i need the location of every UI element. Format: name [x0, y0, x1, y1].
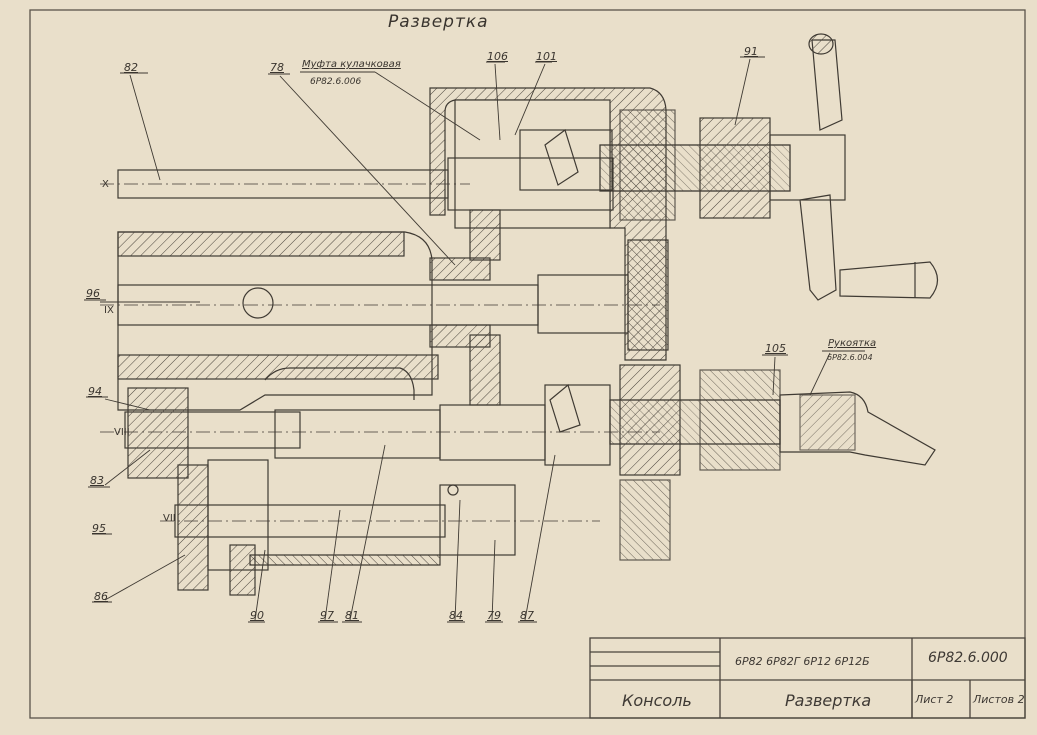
shaft-label-vii: VII: [163, 513, 176, 524]
label-78: 78: [270, 61, 284, 74]
title-block-sheet-name: Развертка: [785, 691, 872, 710]
label-86: 86: [94, 590, 108, 603]
callout-handle-name: Рукоятка: [828, 338, 877, 349]
callout-handle-code: 6Р82.6.004: [827, 353, 873, 362]
drawing-title: Развертка: [388, 12, 489, 32]
label-94: 94: [88, 385, 102, 398]
label-79: 79: [487, 609, 501, 622]
label-90: 90: [250, 609, 264, 622]
sheet-frame: [29, 9, 1026, 719]
title-block: [589, 637, 1026, 719]
label-101: 101: [536, 50, 557, 63]
label-81: 81: [345, 609, 359, 622]
label-106: 106: [487, 50, 508, 63]
title-block-part-name: Консоль: [622, 691, 692, 710]
label-91: 91: [744, 45, 758, 58]
leader-lines: [84, 56, 865, 623]
shaft-label-x: X: [102, 179, 109, 190]
title-block-models: 6Р82 6Р82Г 6Р12 6Р12Б: [735, 655, 870, 668]
shaft-label-ix: IX: [104, 305, 114, 316]
title-block-designation: 6Р82.6.000: [928, 650, 1008, 666]
label-95: 95: [92, 522, 106, 535]
label-82: 82: [124, 61, 138, 74]
assembly-drawing: [100, 33, 939, 596]
callout-clutch-name: Муфта кулачковая: [302, 59, 401, 70]
label-83: 83: [90, 474, 104, 487]
callout-clutch-code: 6Р82.6.006: [310, 77, 362, 87]
title-block-sheet: Лист 2: [915, 693, 954, 706]
shaft-label-viii: VIII: [114, 427, 130, 438]
label-87: 87: [520, 609, 534, 622]
label-84: 84: [449, 609, 463, 622]
title-block-sheets: Листов 2: [973, 693, 1025, 706]
label-96: 96: [86, 287, 100, 300]
label-105: 105: [765, 342, 786, 355]
label-97: 97: [320, 609, 334, 622]
